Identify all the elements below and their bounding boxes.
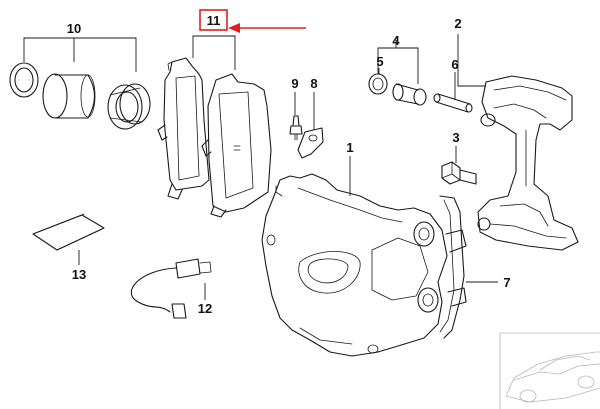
part-label-3[interactable]: 3 xyxy=(452,130,459,145)
seal-ring-drawing[interactable] xyxy=(9,62,39,98)
part-label-10[interactable]: 10 xyxy=(67,21,81,36)
highlight-arrow xyxy=(228,23,306,33)
grease-packet-drawing[interactable] xyxy=(32,213,105,251)
part-label-7[interactable]: 7 xyxy=(503,275,510,290)
part-label-13[interactable]: 13 xyxy=(72,267,86,282)
dust-cap-drawing[interactable] xyxy=(297,127,324,159)
part-label-4[interactable]: 4 xyxy=(392,33,400,48)
bleeder-screw-drawing[interactable] xyxy=(289,115,303,141)
part-label-1[interactable]: 1 xyxy=(346,140,353,155)
caliper-carrier-drawing[interactable] xyxy=(477,75,579,251)
guide-pin-drawing[interactable] xyxy=(433,93,473,113)
brake-pads-drawing[interactable] xyxy=(157,57,272,218)
guide-bush-drawing[interactable] xyxy=(368,73,427,106)
wear-sensor-drawing[interactable] xyxy=(130,258,212,319)
part-label-2[interactable]: 2 xyxy=(454,16,461,31)
part-label-5[interactable]: 5 xyxy=(376,54,383,69)
dust-boot-drawing[interactable] xyxy=(107,83,151,130)
leader-lines xyxy=(23,34,498,300)
part-label-6[interactable]: 6 xyxy=(451,57,458,72)
caliper-housing-drawing[interactable] xyxy=(261,173,448,357)
highlight-box xyxy=(199,9,228,31)
part-label-9[interactable]: 9 xyxy=(291,76,298,91)
hex-bolt-drawing[interactable] xyxy=(441,161,477,185)
spring-clip-drawing[interactable] xyxy=(439,195,467,339)
part-label-8[interactable]: 8 xyxy=(310,76,317,91)
vehicle-thumbnail xyxy=(499,332,600,409)
part-label-11[interactable]: 11 xyxy=(207,13,221,28)
part-label-12[interactable]: 12 xyxy=(198,301,212,316)
piston-drawing[interactable] xyxy=(42,73,96,119)
